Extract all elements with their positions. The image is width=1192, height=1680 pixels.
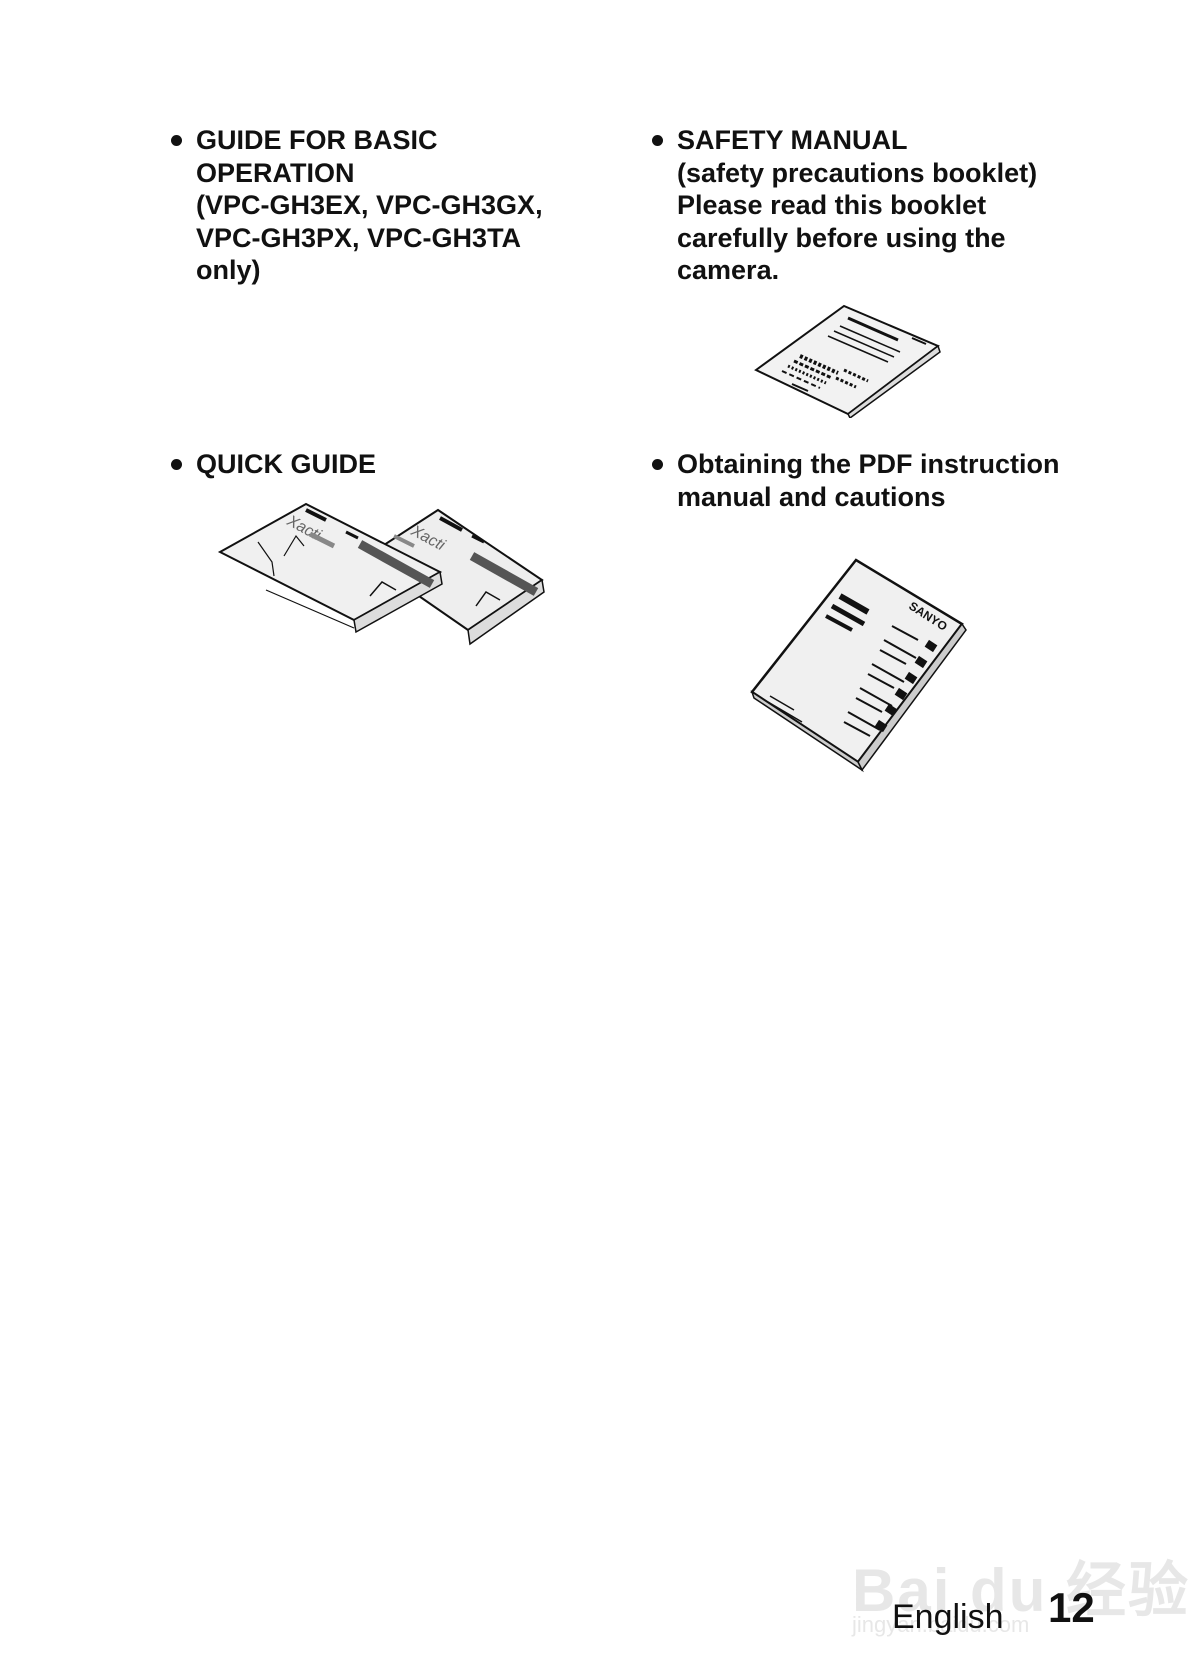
quick-guide-text: QUICK GUIDE xyxy=(196,448,376,481)
watermark-logo: Bai du 经验 xyxy=(852,1557,1191,1624)
guide-basic-operation-item: GUIDE FOR BASIC OPERATION (VPC-GH3EX, VP… xyxy=(171,124,543,287)
pdf-manual-item: Obtaining the PDF instruction manual and… xyxy=(652,448,1059,513)
bullet-icon xyxy=(171,459,182,470)
page-number: 12 xyxy=(1048,1584,1095,1631)
text-line: manual and cautions xyxy=(677,481,946,512)
quick-guide-illustration: Xacti Xacti xyxy=(217,502,545,646)
bullet-icon xyxy=(171,135,182,146)
text-line: GUIDE FOR BASIC xyxy=(196,125,438,155)
text-line: VPC-GH3PX, VPC-GH3TA xyxy=(196,222,522,253)
text-line: (safety precautions booklet) xyxy=(677,157,1038,188)
safety-manual-item: SAFETY MANUAL (safety precautions bookle… xyxy=(652,124,1037,287)
guide-basic-operation-text: GUIDE FOR BASIC OPERATION (VPC-GH3EX, VP… xyxy=(196,124,543,287)
quick-guide-item: QUICK GUIDE xyxy=(171,448,376,481)
text-line: carefully before using the xyxy=(677,222,1006,253)
text-line: (VPC-GH3EX, VPC-GH3GX, xyxy=(196,190,543,220)
bullet-icon xyxy=(652,459,663,470)
safety-booklet-illustration xyxy=(754,304,941,418)
text-line: camera. xyxy=(677,255,780,285)
footer-language: English xyxy=(892,1598,1004,1636)
text-line: SAFETY MANUAL xyxy=(677,125,908,155)
safety-manual-text: SAFETY MANUAL (safety precautions bookle… xyxy=(677,124,1037,287)
bullet-icon xyxy=(652,135,663,146)
text-line: QUICK GUIDE xyxy=(196,449,377,479)
text-line: OPERATION xyxy=(196,157,355,188)
text-line: Please read this booklet xyxy=(677,190,987,220)
pdf-manual-text: Obtaining the PDF instruction manual and… xyxy=(677,448,1059,513)
watermark-url: jingyan.baidu.com xyxy=(852,1612,1030,1637)
text-line: Obtaining the PDF instruction xyxy=(677,449,1060,479)
text-line: only) xyxy=(196,255,261,285)
pdf-manual-illustration: SANYO xyxy=(750,558,967,773)
